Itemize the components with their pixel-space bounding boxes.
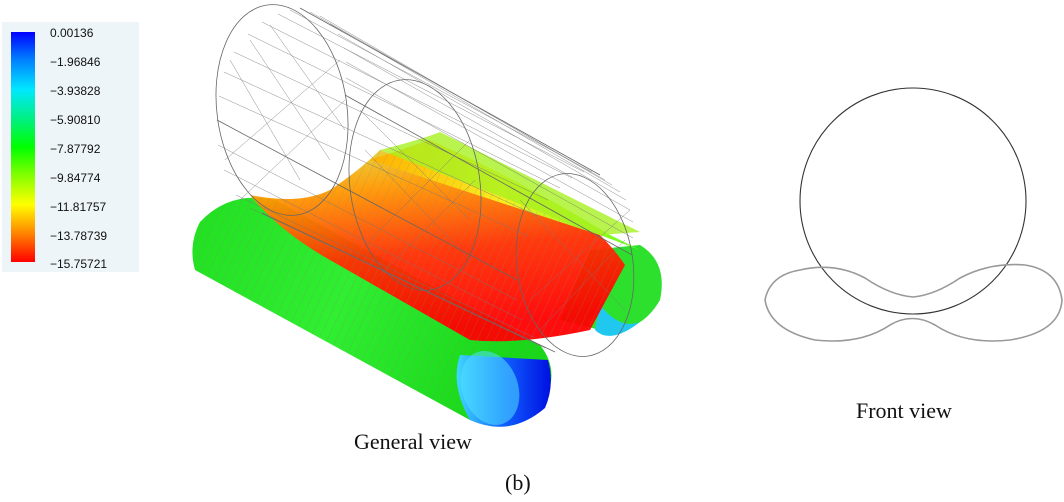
legend-value-0: 0.00136 bbox=[50, 26, 94, 40]
front-view-sheet-outline bbox=[764, 263, 1063, 342]
color-legend: 0.00136 −1.96846 −3.93828 −5.90810 −7.87… bbox=[2, 22, 139, 272]
legend-value-7: −13.78739 bbox=[50, 229, 108, 243]
legend-value-2: −3.93828 bbox=[50, 84, 101, 98]
subfigure-label: (b) bbox=[505, 470, 531, 495]
legend-value-5: −9.84774 bbox=[50, 171, 101, 185]
upper-wireframe-roller bbox=[215, 4, 635, 357]
legend-value-8: −15.75721 bbox=[50, 257, 108, 271]
deformed-sheet bbox=[250, 132, 640, 342]
legend-value-4: −7.87792 bbox=[50, 142, 101, 156]
general-view-caption: General view bbox=[354, 429, 472, 454]
legend-value-1: −1.96846 bbox=[50, 55, 101, 69]
front-view-figure bbox=[764, 87, 1063, 342]
front-view-caption: Front view bbox=[856, 398, 952, 423]
legend-color-bar bbox=[11, 32, 35, 262]
front-view-roller-circle bbox=[799, 87, 1027, 315]
legend-value-6: −11.81757 bbox=[50, 200, 107, 214]
legend-value-3: −5.90810 bbox=[50, 113, 101, 127]
